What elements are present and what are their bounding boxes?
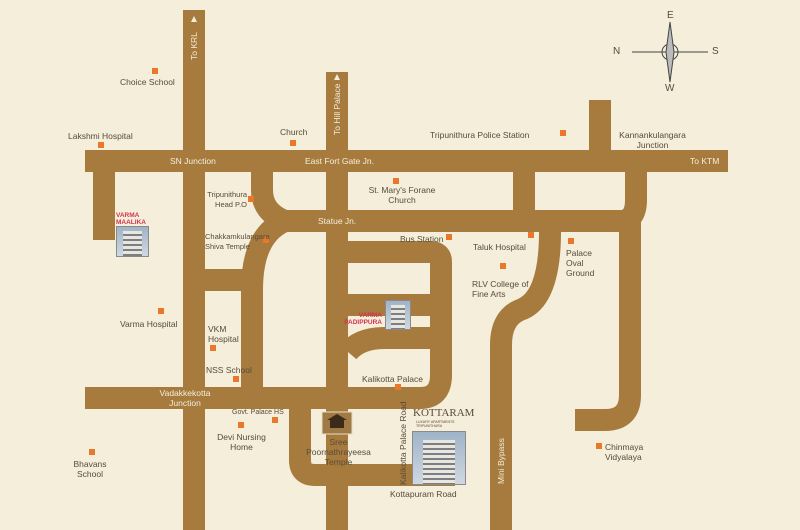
project-kottaram-brand: varma (413, 400, 427, 406)
poi-marker (158, 308, 164, 314)
road-label-mini-bypass: Mini Bypass (496, 438, 506, 484)
road-inner-curve (339, 327, 441, 360)
place-devi-nursing: Devi Nursing Home (217, 432, 266, 452)
place-kalikotta-palace: Kalikotta Palace (362, 374, 423, 384)
project-kottaram-title: KOTTARAM (413, 407, 475, 419)
poi-marker (395, 384, 401, 390)
compass-s: S (712, 46, 719, 57)
road-east (575, 221, 641, 431)
poi-marker (263, 237, 269, 243)
road-label-east-fort: East Fort Gate Jn. (305, 156, 374, 166)
place-police-station: Tripunithura Police Station (430, 130, 530, 140)
place-church: Church (280, 127, 308, 137)
road-kottapuram (289, 398, 455, 486)
place-temple: Sree Poornathrayeesa Temple (306, 437, 371, 467)
project-maalika-image (116, 226, 149, 257)
poi-marker (560, 130, 566, 136)
poi-marker (233, 376, 239, 382)
arrow-north-icon (191, 16, 340, 80)
road-label-statue: Statue Jn. (318, 216, 357, 226)
place-chinmaya: Chinmaya Vidyalaya (605, 442, 644, 462)
compass-w: W (665, 83, 675, 94)
poi-marker (248, 196, 254, 202)
project-kottaram-sub: LUXURY APARTMENTS TRIPUNITHURA (416, 420, 455, 428)
temple-icon (321, 411, 353, 435)
poi-marker (528, 232, 534, 238)
poi-marker (152, 68, 158, 74)
project-varma-padippura: VARMA PADIPPURA (344, 312, 382, 326)
place-vkm: VKM Hospital (208, 324, 239, 344)
compass-e: E (667, 10, 674, 21)
poi-marker (500, 263, 506, 269)
project-varma-maalika: VARMA MAALIKA (116, 212, 146, 226)
project-padippura-image (385, 300, 411, 330)
place-govt-palace-hs: Govt. Palace HS (232, 409, 284, 416)
place-st-marys: St. Mary's Forane Church (368, 185, 436, 205)
poi-marker (568, 238, 574, 244)
road-label-hill-palace: To Hill Palace (332, 83, 342, 136)
road-chakkam (241, 210, 290, 398)
place-rlv: RLV College of Fine Arts (472, 279, 529, 299)
place-varma-hospital: Varma Hospital (120, 319, 178, 329)
road-vadakkekotta (85, 241, 452, 409)
place-chakkam: Chakkamkulangara Shiva Temple (205, 232, 270, 251)
poi-marker (210, 345, 216, 351)
place-nss: NSS School (206, 365, 252, 375)
label-kannankulangara: Kannankulangara Junction (619, 130, 686, 150)
poi-marker (446, 234, 452, 240)
poi-marker (272, 417, 278, 423)
road-label-kalikotta: Kalikotta Palace Road (398, 401, 408, 485)
place-taluk-hospital: Taluk Hospital (473, 242, 526, 252)
arrow-ktm-icon (729, 155, 736, 167)
poi-marker (238, 422, 244, 428)
project-kottaram-image (412, 431, 466, 485)
compass-n: N (613, 46, 621, 57)
place-lakshmi-hospital: Lakshmi Hospital (68, 131, 133, 141)
place-choice-school: Choice School (120, 77, 175, 87)
place-bus-station: Bus Station (400, 234, 444, 244)
road-label-kottapuram: Kottapuram Road (390, 489, 457, 499)
road-label-sn: SN Junction (170, 156, 216, 166)
road-label-vadakkekotta: Vadakkekotta Junction (159, 388, 211, 408)
road-label-krl: To KRL (189, 32, 199, 60)
poi-marker (98, 142, 104, 148)
poi-marker (89, 449, 95, 455)
place-bhavans: Bhavans School (73, 459, 107, 479)
poi-marker (393, 178, 399, 184)
place-palace-oval: Palace Oval Ground (566, 248, 595, 278)
poi-marker (290, 140, 296, 146)
road-statue (251, 161, 647, 232)
poi-marker (596, 443, 602, 449)
compass-icon (632, 21, 708, 83)
road-label-ktm: To KTM (690, 156, 720, 166)
road-mini-bypass (490, 231, 561, 530)
place-head-po: Tripunithura Head P.O (207, 190, 247, 209)
